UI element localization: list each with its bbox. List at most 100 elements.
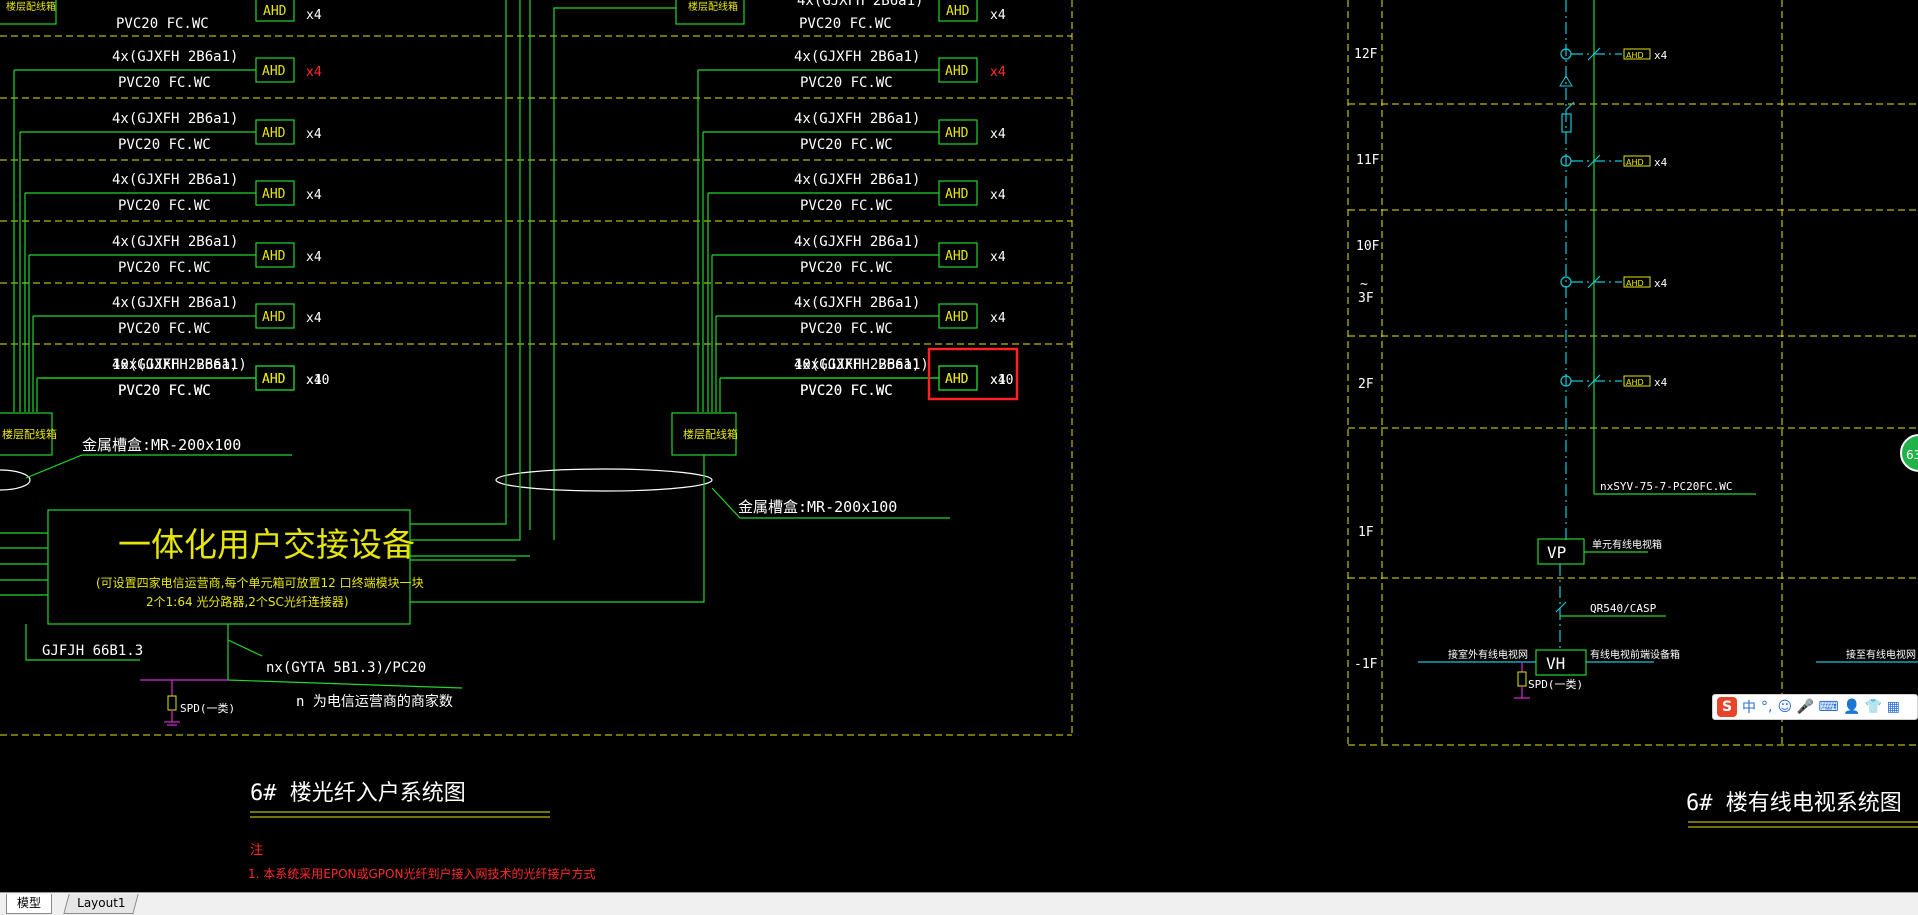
tab-model[interactable]: 模型	[6, 894, 53, 914]
partial-ahd-right: AHD	[946, 4, 970, 19]
ahd-box[interactable]	[255, 303, 295, 329]
terminal-qty: x4	[990, 311, 1006, 326]
svg-text:单元有线电视箱: 单元有线电视箱	[1592, 538, 1662, 551]
cable-spec: 10x(GJXFH 2B6a1)	[112, 357, 247, 373]
conduit-spec: PVC20 FC.WC	[800, 383, 893, 399]
ahd-label: AHD	[262, 126, 286, 141]
left-column-risers	[13, 70, 38, 412]
floor-11f: 11F	[1356, 153, 1380, 168]
partial-qty-left: x4	[306, 8, 322, 23]
floor-box-left: 楼层配线箱	[0, 412, 57, 456]
svg-text:VH: VH	[1546, 654, 1565, 673]
ime-tool-icons[interactable]: ☺ 🎤 ⌨ 👤 👕 ▦	[1777, 699, 1901, 715]
tap-ahd-label: AHD	[1626, 378, 1644, 387]
floor-12f: 12F	[1354, 47, 1378, 62]
layout-tab-bar: 模型 Layout1	[0, 892, 1918, 915]
trunking-label-right: 金属槽盒:MR-200x100	[738, 498, 897, 516]
partial-conduit-right: PVC20 FC.WC	[799, 16, 892, 32]
riser-cable: nxSYV-75-7-PC20FC.WC	[1600, 480, 1732, 493]
spd-left: SPD(一类)	[140, 679, 235, 726]
conduit-spec: PVC20 FC.WC	[800, 137, 893, 153]
ahd-box[interactable]	[938, 303, 978, 329]
tap-qty: x4	[1654, 376, 1668, 389]
integrated-user-equipment: 一体化用户交接设备 (可设置四家电信运营商,每个单元箱可放置12 口终端模块一块…	[0, 0, 705, 689]
ahd-box[interactable]	[255, 180, 295, 206]
floor-10f: 10F	[1356, 239, 1380, 254]
conduit-spec: PVC20 FC.WC	[118, 383, 211, 399]
partial-qty-right: x4	[990, 8, 1006, 23]
floor-3f: 3F	[1358, 291, 1374, 306]
floor-2f: 2F	[1358, 377, 1374, 392]
cable-gyta: nx(GYTA 5B1.3)/PC20	[266, 660, 426, 676]
conduit-spec: PVC20 FC.WC	[800, 321, 893, 337]
svg-text:有线电视前端设备箱: 有线电视前端设备箱	[1590, 648, 1680, 661]
ahd-label: AHD	[262, 372, 286, 387]
terminal-qty: x4	[306, 127, 322, 142]
conduit-spec: PVC20 FC.WC	[118, 137, 211, 153]
ime-language-toggle[interactable]: 中	[1742, 700, 1756, 716]
ahd-box[interactable]	[255, 365, 295, 391]
equipment-title: 一体化用户交接设备	[118, 525, 415, 564]
operator-note: n 为电信运营商的商家数	[296, 693, 453, 710]
left-diagram-frame	[0, 0, 1073, 736]
trunk-cable: QR540/CASP	[1590, 602, 1657, 615]
conduit-spec: PVC20 FC.WC	[118, 321, 211, 337]
ahd-label: AHD	[945, 372, 969, 387]
ahd-box[interactable]	[938, 180, 978, 206]
cable-spec: 4x(GJXFH 2B6a1)	[112, 357, 238, 373]
terminal-qty: x4	[990, 250, 1006, 265]
cable-gjfjh: GJFJH 66B1.3	[42, 643, 143, 659]
tap-qty: x4	[1654, 156, 1668, 169]
ahd-label: AHD	[945, 372, 969, 387]
conduit-spec: PVC20 FC.WC	[800, 260, 893, 276]
catv-system-title: 6# 楼有线电视系统图	[1686, 791, 1902, 816]
vp-box: VP 单元有线电视箱	[1537, 538, 1662, 565]
cable-spec: 4x(GJXFH 2B6a1)	[112, 234, 238, 250]
partial-cable-right: 4x(GJXFH 2B6a1)	[797, 0, 923, 9]
note-1: 1. 本系统采用EPON或GPON光纤到户接入网技术的光纤接户方式	[248, 866, 595, 881]
ahd-box[interactable]	[938, 119, 978, 145]
cable-spec: 4x(GJXFH 2B6a1)	[794, 234, 920, 250]
conduit-spec: PVC20 FC.WC	[800, 75, 893, 91]
ahd-box[interactable]	[255, 119, 295, 145]
partial-ahd-left: AHD	[263, 4, 287, 19]
ahd-box[interactable]	[938, 242, 978, 268]
vh-box: VH 接室外有线电视网 有线电视前端设备箱 接至有线电视网	[1418, 648, 1918, 676]
ahd-box[interactable]	[938, 57, 978, 83]
cable-spec: 4x(GJXFH 2B6a1)	[794, 49, 920, 65]
ahd-label: AHD	[262, 187, 286, 202]
amplifier	[1559, 75, 1575, 133]
selection-highlight[interactable]	[927, 347, 1019, 401]
conduit-spec: PVC20 FC.WC	[800, 198, 893, 214]
ime-punctuation-toggle[interactable]: °,	[1761, 699, 1773, 715]
cable-spec: 10x(GJXFH 2B6a1)	[794, 357, 929, 373]
tab-layout1[interactable]: Layout1	[63, 894, 140, 914]
floor-1f: 1F	[1358, 525, 1374, 540]
ime-toolbar[interactable]: S 中 °, ☺ 🎤 ⌨ 👤 👕 ▦	[1712, 694, 1918, 720]
ahd-box[interactable]	[255, 242, 295, 268]
terminal-qty: x4	[990, 373, 1006, 388]
tap-ahd-label: AHD	[1626, 279, 1644, 288]
sogou-logo-icon[interactable]: S	[1717, 697, 1737, 717]
ahd-box[interactable]	[255, 57, 295, 83]
ahd-label: AHD	[945, 310, 969, 325]
ahd-label: AHD	[945, 187, 969, 202]
right-column-risers	[697, 70, 721, 412]
terminal-qty: x4	[990, 65, 1006, 80]
conduit-spec: PVC20 FC.WC	[118, 260, 211, 276]
ahd-box[interactable]	[938, 365, 978, 391]
cable-spec: 4x(GJXFH 2B6a1)	[112, 49, 238, 65]
